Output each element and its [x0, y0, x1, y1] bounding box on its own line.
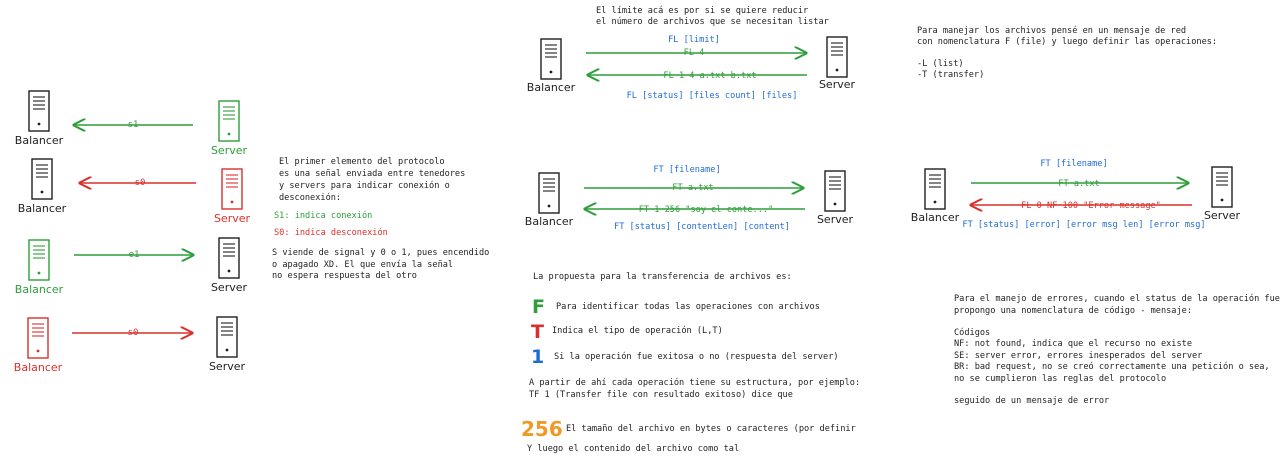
code-br: BR: bad request, no se creó correctament…: [954, 361, 1270, 372]
server-icon: [218, 237, 240, 279]
transfer-response: FT 1 256 "soy el conte...": [639, 205, 774, 215]
balancer-label: Balancer: [911, 211, 960, 224]
signal-label: s0: [128, 328, 139, 338]
svg-text:A partir de ahí cada operación: A partir de ahí cada operación tiene su …: [529, 377, 860, 388]
server-icon: [824, 170, 846, 212]
error-response: FL 0 NF 100 "Error message": [1021, 201, 1161, 211]
legend-key-t: T: [531, 321, 544, 343]
balancer-label: Balancer: [15, 283, 64, 296]
balancer-icon: [28, 239, 50, 281]
svg-text:S viende de signal y 0 o 1, pu: S viende de signal y 0 o 1, pues encendi…: [272, 248, 489, 258]
protocol-note: El primer elemento del protocolo es una …: [279, 157, 465, 203]
balancer-label: Balancer: [525, 215, 574, 228]
size-text: El tamaño del archivo en bytes o caracte…: [566, 424, 856, 434]
list-request-format: FL [limit]: [668, 35, 720, 45]
error-response-format: FT [status] [error] [error msg len] [err…: [962, 220, 1205, 230]
svg-text:Para el manejo de errores, cua: Para el manejo de errores, cuando el sta…: [954, 293, 1280, 304]
svg-text:El límite acá es por si se qui: El límite acá es por si se quiere reduci…: [596, 6, 808, 16]
svg-text:es una señal enviada entre ten: es una señal enviada entre tenedores: [279, 169, 465, 179]
server-label: Server: [209, 360, 246, 373]
transfer-request-format: FT [filename]: [653, 165, 720, 175]
error-note: Para el manejo de errores, cuando el sta…: [954, 293, 1280, 406]
balancer-icon: [540, 38, 562, 80]
balancer-label: Balancer: [15, 134, 64, 147]
server-label: Server: [214, 212, 251, 225]
balancer-label: Balancer: [18, 202, 67, 215]
balancer-icon: [27, 317, 49, 359]
legend-text-1: Si la operación fue exitosa o no (respue…: [554, 351, 839, 362]
server-label: Server: [819, 78, 856, 91]
svg-text:con nomenclatura F (file) y lu: con nomenclatura F (file) y luego defini…: [917, 37, 1217, 47]
server-icon: [216, 316, 238, 358]
error-request-format: FT [filename]: [1040, 159, 1107, 169]
server-label: Server: [1204, 209, 1241, 222]
file-note: Para manejar los archivos pensé en un me…: [917, 25, 1217, 80]
server-icon: [218, 100, 240, 142]
balancer-icon: [28, 90, 50, 132]
s1-description: S1: indica conexión: [274, 210, 372, 221]
size-key: 256: [521, 417, 563, 441]
error-request: FT a.txt: [1058, 179, 1099, 189]
op-transfer: -T (transfer): [917, 70, 984, 80]
list-request: FL 4: [684, 48, 705, 58]
svg-text:o apagado XD. El que envía la: o apagado XD. El que envía la señal: [272, 260, 453, 270]
code-nf: NF: not found, indica que el recurso no …: [954, 339, 1192, 349]
svg-text:desconexión:: desconexión:: [279, 192, 341, 203]
server-label: Server: [211, 281, 248, 294]
svg-text:el número de archivos que se n: el número de archivos que se necesitan l…: [596, 17, 829, 27]
transfer-request: FT a.txt: [672, 183, 713, 193]
server-icon: [221, 168, 243, 210]
balancer-label: Balancer: [14, 361, 63, 374]
legend-text-t: Indica el tipo de operación (L,T): [552, 325, 723, 336]
list-response: FL 1 4 a.txt b.txt: [663, 71, 756, 81]
limit-note: El límite acá es por si se quiere reduci…: [596, 6, 829, 27]
server-icon: [826, 36, 848, 78]
signal-note: S viende de signal y 0 o 1, pues encendi…: [272, 248, 489, 281]
content-note: Y luego el contenido del archivo como ta…: [527, 444, 739, 454]
s0-description: S0: indica desconexión: [274, 227, 388, 238]
codes-title: Códigos: [954, 327, 990, 338]
signal-label: s1: [128, 120, 139, 130]
balancer-label: Balancer: [527, 81, 576, 94]
legend-text-f: Para identificar todas las operaciones c…: [556, 302, 820, 312]
svg-text:El primer elemento del protoco: El primer elemento del protocolo: [279, 157, 445, 167]
code-se: SE: server error, errores inesperados de…: [954, 351, 1202, 361]
balancer-icon: [924, 168, 946, 210]
svg-text:no espera respuesta del otro: no espera respuesta del otro: [272, 271, 417, 281]
legend-key-f: F: [532, 296, 545, 318]
server-label: Server: [817, 213, 854, 226]
svg-text:TF 1 (Transfer file con result: TF 1 (Transfer file con resultado exitos…: [529, 390, 793, 400]
balancer-icon: [31, 158, 53, 200]
legend-key-1: 1: [531, 346, 544, 368]
signal-label: e1: [129, 250, 140, 260]
op-list: -L (list): [917, 59, 964, 69]
error-footer: seguido de un mensaje de error: [954, 396, 1109, 406]
svg-text:Para manejar los archivos pens: Para manejar los archivos pensé en un me…: [917, 25, 1186, 36]
server-icon: [1211, 166, 1233, 208]
svg-text:propongo una nomenclatura de c: propongo una nomenclatura de código - me…: [954, 305, 1192, 316]
list-response-format: FL [status] [files count] [files]: [627, 91, 798, 101]
signal-label: s0: [135, 178, 146, 188]
transfer-response-format: FT [status] [contentLen] [content]: [614, 222, 790, 232]
code-br-cont: no se cumplieron las reglas del protocol…: [954, 374, 1166, 384]
server-label: Server: [211, 144, 248, 157]
proposal-title: La propuesta para la transferencia de ar…: [533, 272, 792, 282]
balancer-icon: [538, 172, 560, 214]
structure-note: A partir de ahí cada operación tiene su …: [529, 377, 860, 400]
svg-text:y servers para indicar conexió: y servers para indicar conexión o: [279, 180, 450, 191]
